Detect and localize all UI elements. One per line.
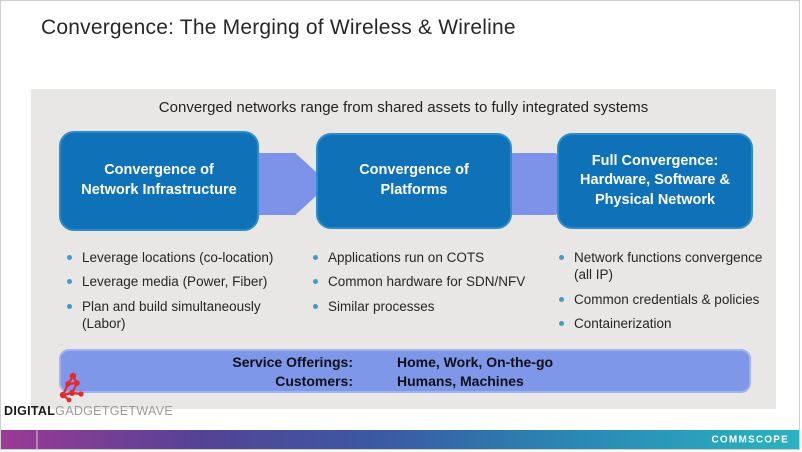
banner-label: Service Offerings: [232,353,353,370]
bullet-list-full-convergence: Network functions convergence (all IP) C… [555,249,773,339]
flow-box-platforms: Convergence of Platforms [316,133,512,229]
watermark-text-rest: GADGETGETWAVE [55,404,173,418]
banner-value: Home, Work, On-the-go [397,353,554,370]
bullet-item: Network functions convergence (all IP) [555,249,773,284]
network-icon [59,372,84,403]
bullet-item: Common credentials & policies [555,291,773,308]
service-offerings-banner: Service Offerings: Home, Work, On-the-go… [59,349,751,393]
footer-tick [36,430,38,449]
panel-heading: Converged networks range from shared ass… [158,99,649,116]
bullet-item: Containerization [555,315,773,332]
footer-bar: COMMSCOPE [1,430,799,449]
banner-row: Service Offerings: Home, Work, On-the-go [61,353,749,371]
bullet-item: Common hardware for SDN/NFV [309,273,544,290]
watermark-text-bold: DIGITAL [4,404,56,418]
bullet-list-platforms: Applications run on COTS Common hardware… [309,249,544,322]
flow-box-network-infrastructure: Convergence of Network Infrastructure [59,131,259,231]
flow-box-label: Full Convergence: Hardware, Software & P… [580,152,730,208]
content-panel: Converged networks range from shared ass… [31,89,776,409]
watermark-text: DIGITALGADGETGETWAVE [4,404,173,418]
bullet-item: Plan and build simultaneously (Labor) [63,298,291,333]
bullet-item: Leverage locations (co-location) [63,249,291,266]
flow-box-label: Convergence of Platforms [359,162,469,198]
flow-box-label: Convergence of Network Infrastructure [81,162,237,198]
flow-box-full-convergence: Full Convergence: Hardware, Software & P… [557,133,753,229]
page-title: Convergence: The Merging of Wireless & W… [41,16,516,39]
bullet-list-network-infrastructure: Leverage locations (co-location) Leverag… [63,249,291,339]
bullet-item: Applications run on COTS [309,249,544,266]
bullet-item: Leverage media (Power, Fiber) [63,273,291,290]
banner-value: Humans, Machines [397,372,524,389]
brand-logo: COMMSCOPE [711,434,789,445]
banner-row: Customers: Humans, Machines [61,372,749,390]
bullet-item: Similar processes [309,298,544,315]
banner-label: Customers: [275,372,353,389]
